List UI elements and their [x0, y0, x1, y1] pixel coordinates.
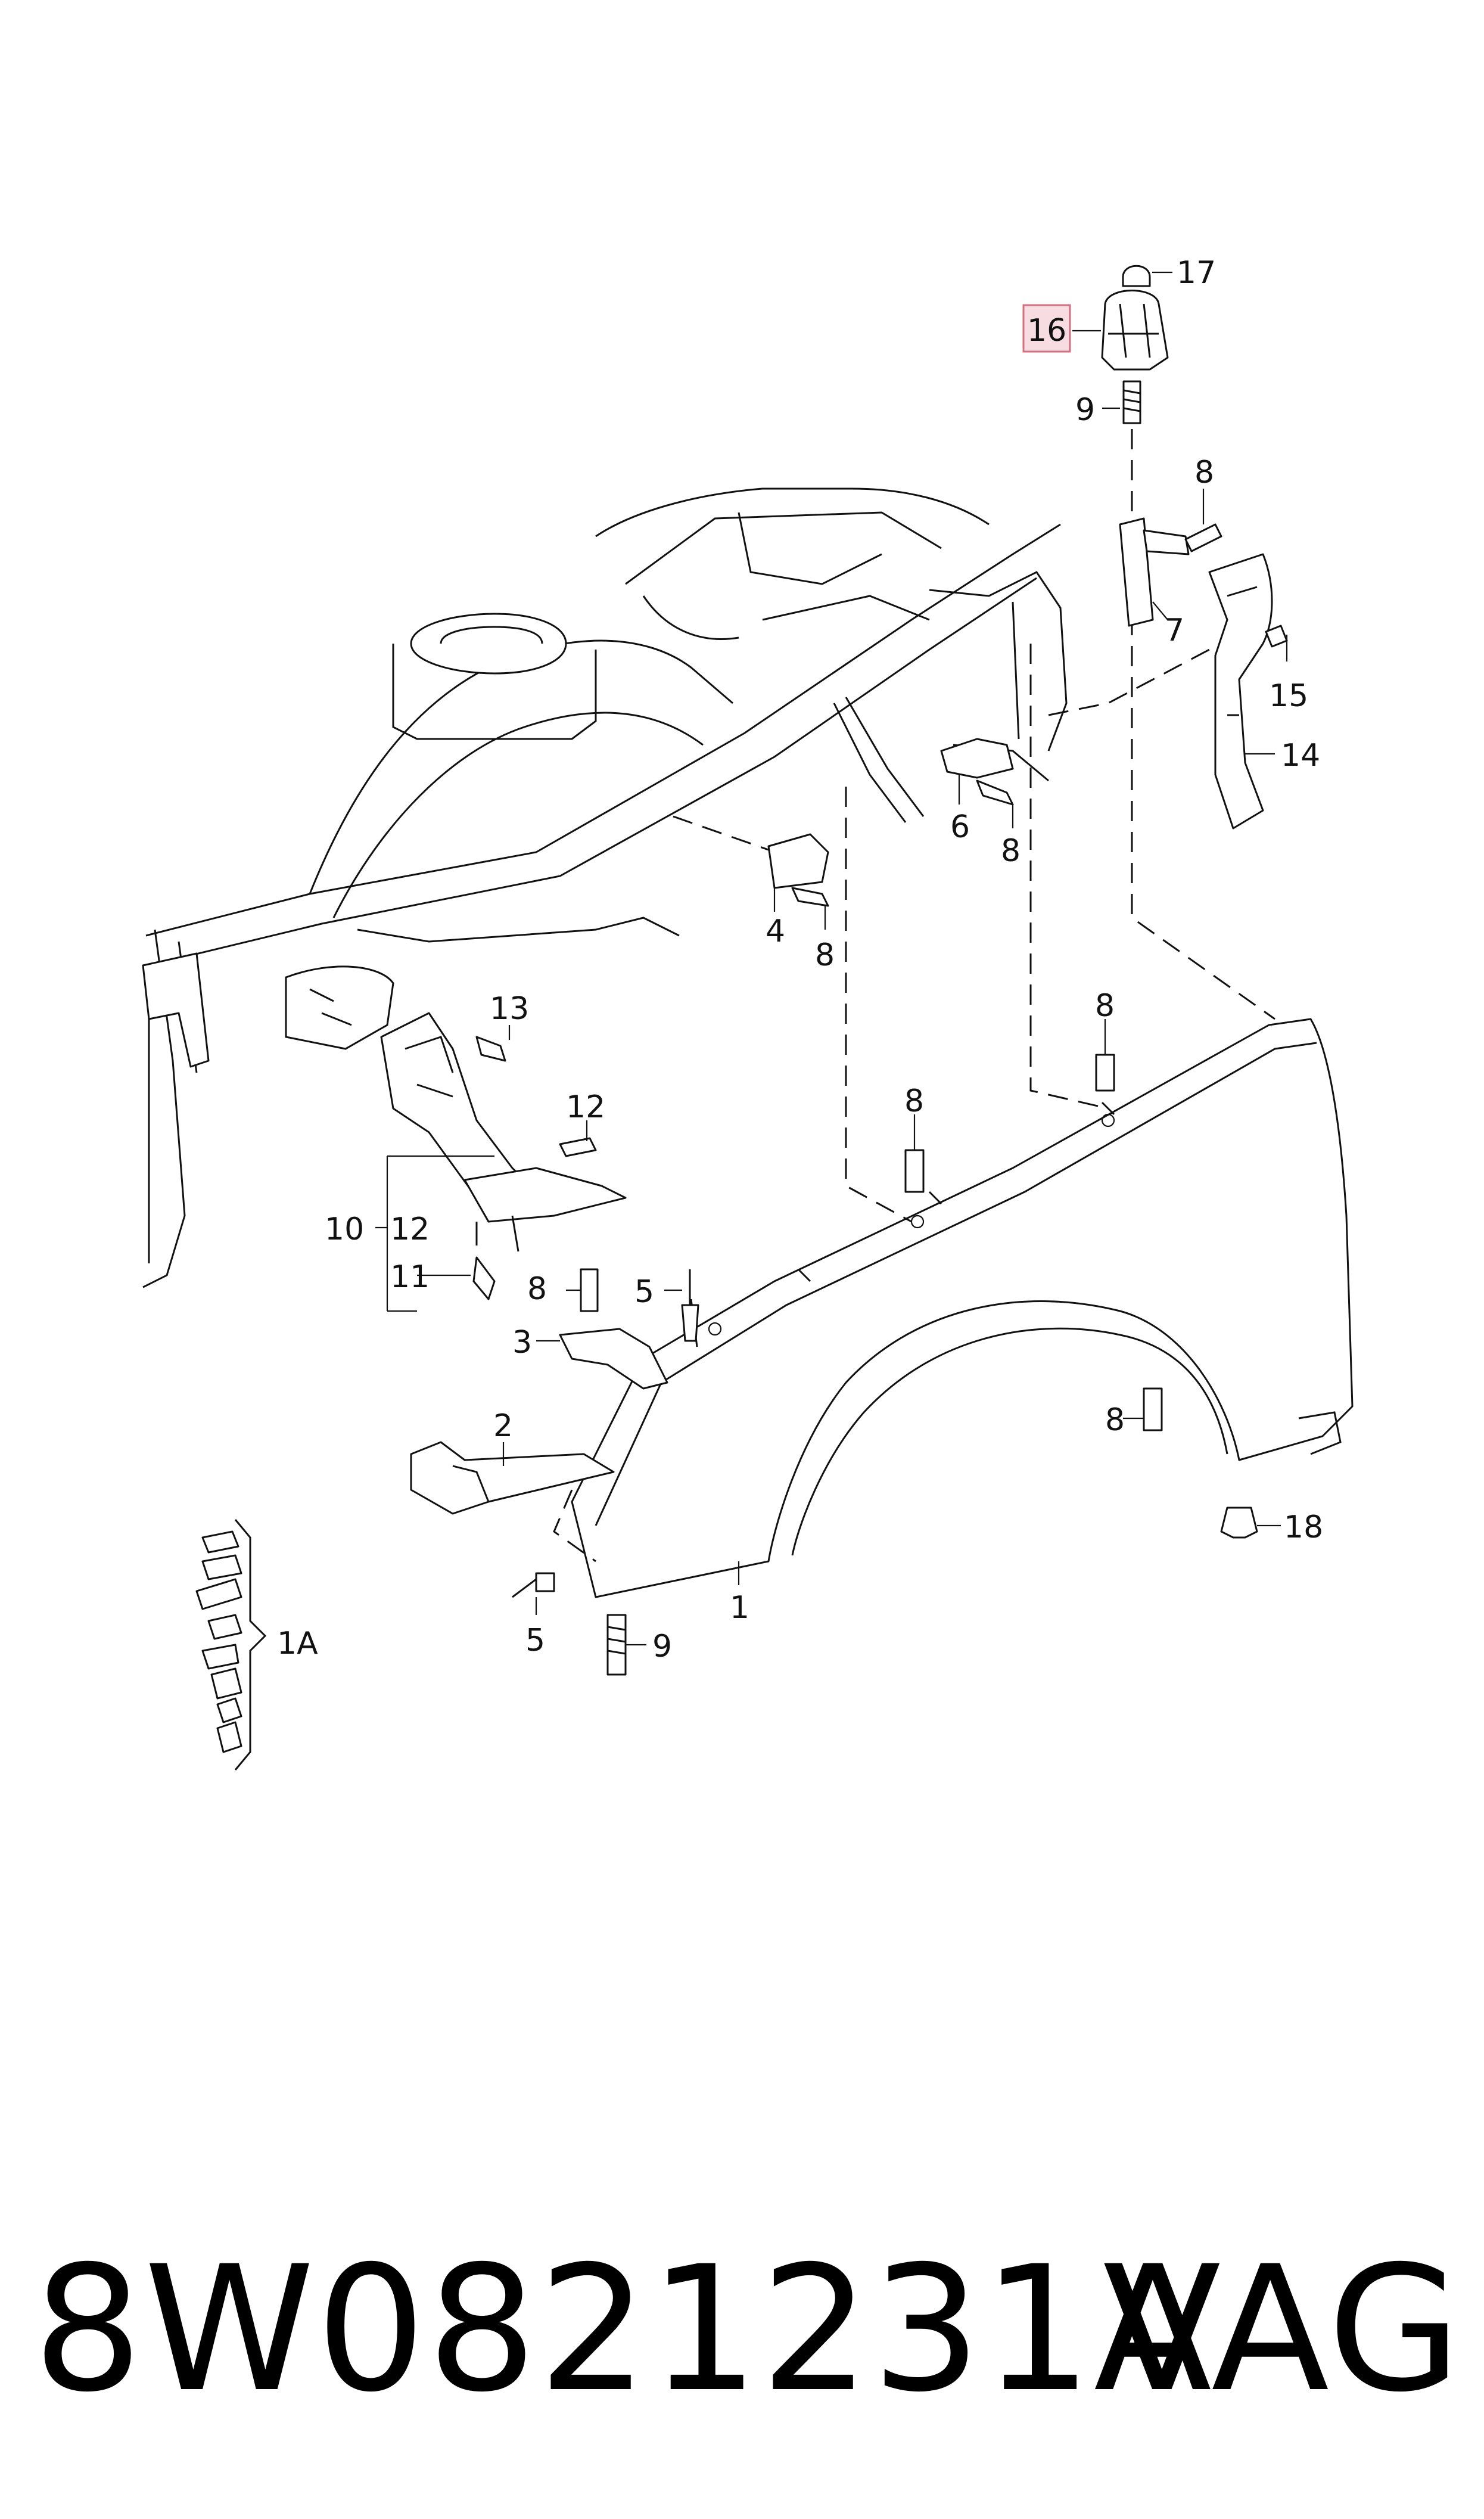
- fender-panel: [571, 1018, 1354, 1598]
- part-number: 8W0821231A: [33, 2229, 1214, 2430]
- callout-13: 13: [490, 991, 529, 1027]
- callout-8: 8: [1001, 833, 1021, 869]
- callout-1: 1: [730, 1590, 749, 1626]
- callout-14: 14: [1281, 738, 1320, 774]
- bolt-8-icon: [1143, 1387, 1163, 1431]
- callout-3: 3: [512, 1325, 532, 1361]
- callout-17: 17: [1177, 255, 1216, 291]
- exploded-parts-diagram: 17 16 9 8 7 15 14 6 8 4 8 13 8 8 12 10 1…: [142, 255, 1354, 1771]
- callout-7: 7: [1165, 613, 1184, 648]
- bracket-3-icon: [559, 1328, 668, 1390]
- bolt-8-icon: [1184, 523, 1222, 552]
- fastener-set-1A-icon: [195, 1519, 267, 1771]
- highlight-box: [1022, 304, 1071, 353]
- bolt-9-icon: [606, 1614, 627, 1676]
- callout-8: 8: [1194, 455, 1214, 490]
- body-structure: [142, 487, 1068, 1288]
- bracket-4-icon: [767, 833, 829, 889]
- cover-14-icon: [1208, 553, 1273, 830]
- callout-8: 8: [527, 1271, 547, 1307]
- callout-8: 8: [815, 937, 835, 973]
- callout-8: 8: [1105, 1402, 1125, 1438]
- bolt-11-icon: [472, 1256, 496, 1300]
- callout-10: 10: [325, 1212, 364, 1247]
- callout-16: 16: [1027, 313, 1066, 349]
- callout-5: 5: [525, 1623, 545, 1658]
- bolt-13-icon: [475, 1036, 506, 1062]
- bracket-10-icon: [380, 1012, 627, 1252]
- callout-8: 8: [1095, 988, 1115, 1024]
- cap-nut-17-icon: [1122, 265, 1151, 287]
- bolt-8-icon: [976, 779, 1014, 806]
- callout-9: 9: [652, 1629, 672, 1664]
- bolt-8-icon: [904, 1149, 925, 1193]
- callout-12: 12: [390, 1212, 430, 1247]
- brand-name: VAG: [1103, 2229, 1463, 2430]
- clip-18-icon: [1220, 1507, 1258, 1539]
- bolt-12-icon: [559, 1137, 597, 1157]
- bolt-9-icon: [1122, 380, 1141, 424]
- bracket-2-icon: [410, 1441, 615, 1515]
- rivet-5-icon: [681, 1269, 699, 1342]
- bolt-8-icon: [791, 887, 829, 907]
- callout-5: 5: [634, 1274, 654, 1310]
- callout-11: 11: [390, 1259, 430, 1295]
- leader-lines: [375, 271, 1288, 1646]
- bracket-7-icon: [1119, 517, 1190, 627]
- callout-12: 12: [566, 1089, 605, 1125]
- bracket-6-icon: [940, 738, 1014, 779]
- callout-1A: 1A: [277, 1626, 318, 1661]
- callout-2: 2: [493, 1408, 513, 1444]
- bolt-8-icon: [580, 1268, 599, 1312]
- callout-9: 9: [1075, 392, 1095, 428]
- callout-8: 8: [904, 1083, 924, 1119]
- callouts: 17 16 9 8 7 15 14 6 8 4 8 13 8 8 12 10 1…: [277, 255, 1323, 1664]
- holder-16-icon: [1101, 290, 1169, 371]
- footer: 8W0821231A VAG: [33, 2235, 1463, 2425]
- rivet-5-icon: [512, 1572, 555, 1598]
- callout-6: 6: [950, 809, 970, 845]
- callout-15: 15: [1269, 678, 1308, 714]
- callout-18: 18: [1284, 1509, 1323, 1545]
- callout-4: 4: [766, 914, 785, 949]
- bolt-8-icon: [1095, 1054, 1115, 1092]
